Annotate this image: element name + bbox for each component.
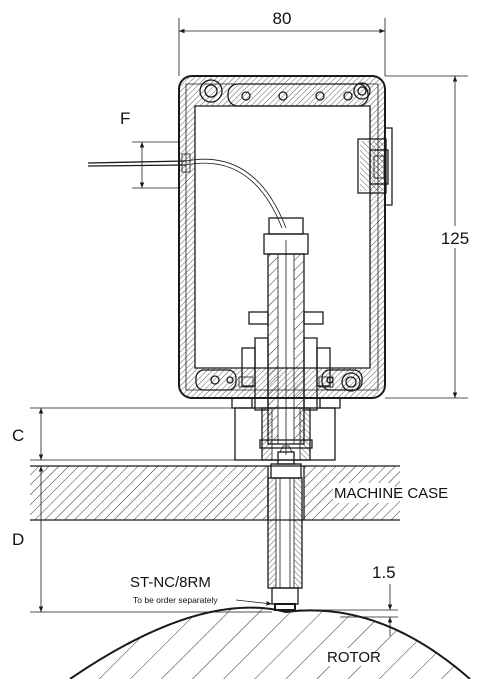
cable-gland-side [357,127,393,206]
proximity-sensor [267,445,303,611]
dimension-f-label: F [120,109,130,128]
rotor-label: ROTOR [327,649,381,666]
probe-assembly [231,217,341,461]
enclosure-inner-wall [194,105,371,369]
dimension-gap: 1.5 [298,563,398,636]
corner-boss-top-right [353,82,371,100]
rotor: ROTOR [69,606,471,679]
part-number: ST-NC/8RM [130,574,211,591]
screw-hole [315,91,325,101]
lid-rib [227,83,369,107]
screw-hole [278,91,288,101]
dimension-c: C [12,407,235,461]
dimension-width: 80 [178,9,386,76]
corner-boss-bottom-left [195,369,237,391]
enclosure-outer-wall [178,75,386,399]
enclosure-wall-hatch [179,76,385,398]
machine-case-label: MACHINE CASE [334,485,448,502]
enclosure [178,75,393,399]
dimension-width-value: 80 [273,9,292,28]
dimension-d: D [12,466,272,613]
part-callout: ST-NC/8RM To be order separately [130,574,273,606]
dimension-height-value: 125 [441,229,469,248]
part-note: To be order separately [133,595,218,605]
dimension-d-label: D [12,530,24,549]
dimension-height: 125 [385,75,474,399]
screw-hole [343,91,353,101]
sensor-cable [87,153,287,229]
dimension-gap-value: 1.5 [372,563,396,582]
machine-case: MACHINE CASE [30,465,448,521]
dimension-c-label: C [12,426,24,445]
screw-hole [241,91,251,101]
corner-boss-top-left [199,79,223,103]
dimension-f: F [120,109,180,189]
